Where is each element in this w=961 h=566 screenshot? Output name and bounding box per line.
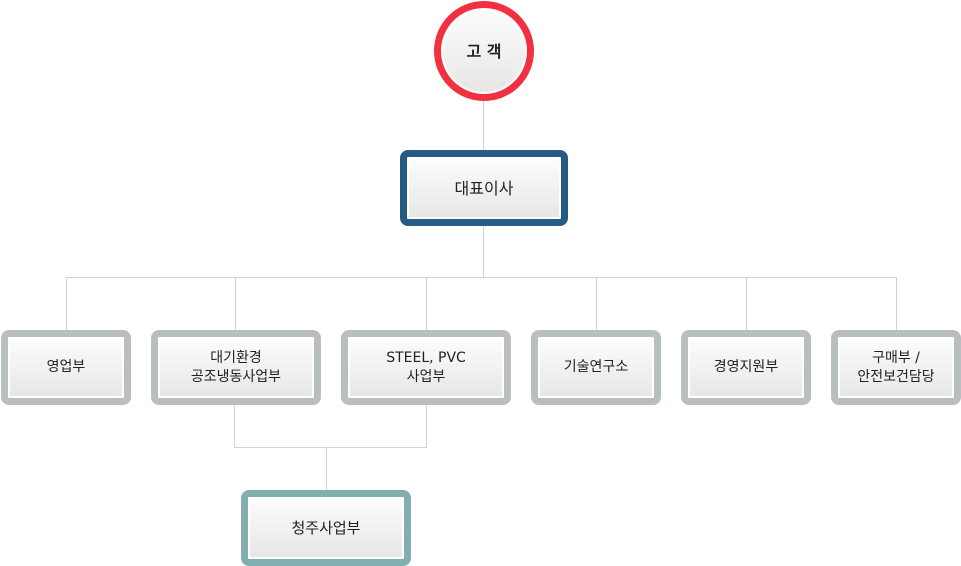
dept-label: 기술연구소 <box>563 359 629 375</box>
connector-dept-3 <box>426 277 427 331</box>
connector-dept-6 <box>896 277 897 331</box>
connector-dept-5 <box>746 277 747 331</box>
branch-cheongju: 청주사업부 <box>241 490 411 566</box>
connector-branch-left <box>234 404 235 447</box>
dept-label: 경영지원부 <box>713 359 779 375</box>
dept-label: 구매부 / 안전보건담당 <box>857 349 935 385</box>
dept-label: 영업부 <box>46 359 86 375</box>
ceo-node: 대표이사 <box>400 150 568 226</box>
connector-branch-right <box>426 404 427 447</box>
dept-purchasing: 구매부 / 안전보건담당 <box>831 330 961 405</box>
dept-label: STEEL, PVC 사업부 <box>386 349 466 385</box>
dept-air-hvac: 대기환경 공조냉동사업부 <box>151 330 321 405</box>
connector-branch-down <box>326 447 327 491</box>
customer-node: 고 객 <box>434 1 534 101</box>
connector-dept-2 <box>235 277 236 331</box>
dept-rnd: 기술연구소 <box>531 330 661 405</box>
connector-branch-horizontal <box>234 447 427 448</box>
dept-steel-pvc: STEEL, PVC 사업부 <box>341 330 511 405</box>
dept-label: 대기환경 공조냉동사업부 <box>190 349 282 385</box>
connector-horizontal <box>66 277 896 278</box>
customer-label: 고 객 <box>466 41 502 61</box>
ceo-label: 대표이사 <box>454 178 514 198</box>
connector-customer-ceo <box>483 100 484 152</box>
connector-ceo-down <box>483 224 484 277</box>
connector-dept-1 <box>66 277 67 331</box>
branch-label: 청주사업부 <box>291 518 361 537</box>
dept-management: 경영지원부 <box>681 330 811 405</box>
dept-sales: 영업부 <box>1 330 131 405</box>
connector-dept-4 <box>596 277 597 331</box>
